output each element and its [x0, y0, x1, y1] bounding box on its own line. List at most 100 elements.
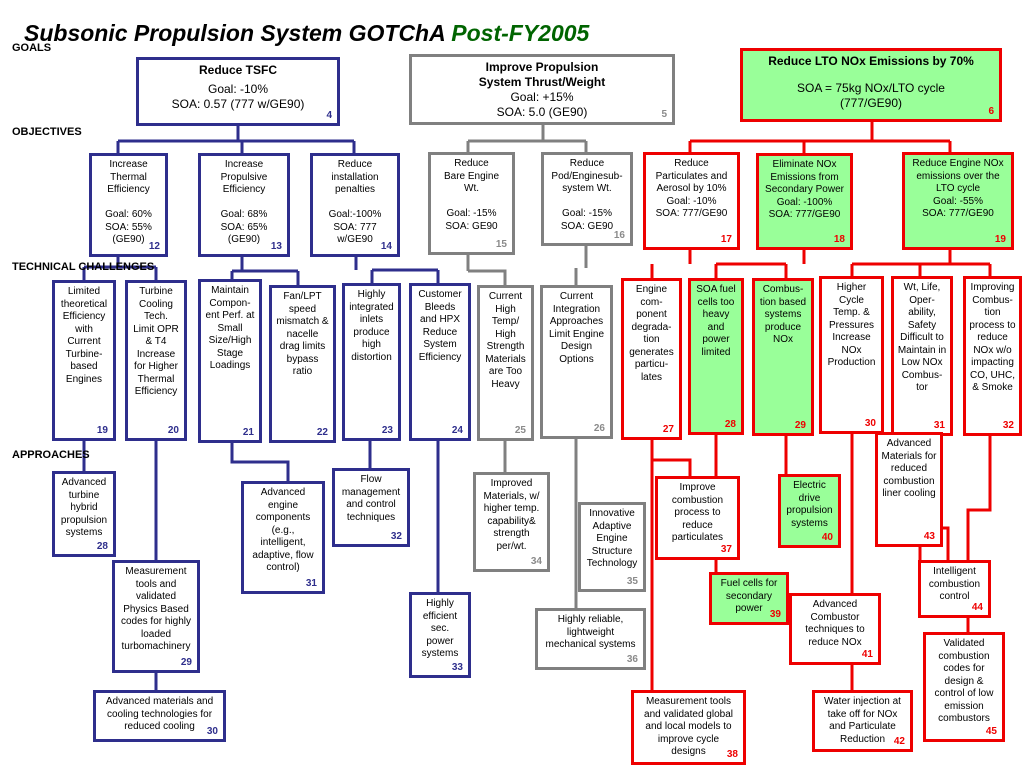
box-number: 22 [316, 427, 328, 438]
box-text: Reduce Engine NOx emissions over the LTO… [912, 158, 1004, 219]
box-number: 43 [923, 531, 935, 542]
box-number: 28 [724, 419, 736, 430]
box-number: 15 [495, 239, 507, 250]
box-text: Improved Materials, w/ higher temp. capa… [483, 478, 540, 552]
box-number: 28 [96, 541, 108, 552]
approach-box-32: Flow management and control techniques 3… [332, 468, 410, 547]
approach-box-45: Validated combustion codes for design & … [923, 632, 1005, 742]
box-text: Highly efficient sec. power systems [421, 598, 459, 659]
box-number: 34 [530, 556, 542, 567]
challenge-box-23: Highly integrated inlets produce high di… [342, 283, 401, 441]
challenge-box-28: SOA fuel cells too heavy and power limit… [688, 278, 744, 435]
box-number: 16 [613, 230, 625, 241]
box-number: 12 [148, 241, 160, 252]
box-text: Maintain Compon- ent Perf. at Small Size… [205, 285, 255, 371]
approach-box-39: Fuel cells for secondary power 39 [709, 572, 789, 625]
challenge-box-30: Higher Cycle Temp. & Pressures Increase … [819, 276, 884, 434]
approach-box-38: Measurement tools and validated global a… [631, 690, 746, 765]
box-text: Water injection at take off for NOx and … [824, 696, 901, 745]
goal-title: Reduce LTO NOx Emissions by 70% [768, 54, 974, 68]
box-number: 31 [933, 420, 945, 431]
approach-box-37: Improve combustion process to reduce par… [655, 476, 740, 560]
box-text: Combus- tion based systems produce NOx [759, 284, 807, 345]
box-text: Advanced engine components (e.g., intell… [252, 487, 314, 573]
box-number: 31 [305, 578, 317, 589]
objective-box-12: Increase Thermal Efficiency Goal: 60% SO… [89, 153, 168, 257]
box-text: Improving Combus- tion process to reduce… [969, 282, 1016, 393]
box-text: Customer Bleeds and HPX Reduce System Ef… [418, 289, 462, 363]
challenge-box-24: Customer Bleeds and HPX Reduce System Ef… [409, 283, 471, 441]
box-text: Reduce Particulates and Aerosol by 10% G… [655, 158, 728, 219]
box-number: 33 [451, 662, 463, 673]
approach-box-35: Innovative Adaptive Engine Structure Tec… [578, 502, 646, 592]
approach-box-41: Advanced Combustor techniques to reduce … [789, 593, 881, 665]
box-text: Fan/LPT speed mismatch & nacelle drag li… [276, 291, 329, 377]
box-number: 37 [720, 544, 732, 555]
box-number: 26 [593, 423, 605, 434]
page-title: Subsonic Propulsion System GOTChA Post-F… [24, 22, 589, 45]
box-text: Eliminate NOx Emissions from Secondary P… [765, 159, 844, 220]
box-text: Advanced Materials for reduced combustio… [881, 438, 937, 499]
section-challenges-label: TECHNICAL CHALLENGES [12, 261, 155, 273]
box-number: 36 [626, 654, 638, 665]
box-text: Limited theoretical Efficiency with Curr… [60, 286, 108, 385]
challenge-box-27: Engine com- ponent degrada- tion generat… [621, 278, 682, 440]
box-text: Advanced turbine hybrid propulsion syste… [60, 477, 108, 538]
approach-box-44: Intelligent combustion control 44 [918, 560, 991, 618]
box-text: Current High Temp/ High Strength Materia… [485, 291, 526, 390]
approach-box-31: Advanced engine components (e.g., intell… [241, 481, 325, 594]
box-text: SOA fuel cells too heavy and power limit… [696, 284, 736, 358]
challenge-box-32: Improving Combus- tion process to reduce… [963, 276, 1022, 436]
box-text: Innovative Adaptive Engine Structure Tec… [586, 508, 638, 569]
box-text: Increase Propulsive Efficiency Goal: 68%… [220, 159, 268, 245]
approach-box-40: Electric drive propulsion systems 40 [778, 474, 841, 548]
box-number: 6 [988, 106, 994, 117]
challenge-box-22: Fan/LPT speed mismatch & nacelle drag li… [269, 285, 336, 443]
box-text: Reduce Pod/Enginesub- system Wt. Goal: -… [551, 158, 623, 232]
box-text: Current Integration Approaches Limit Eng… [548, 291, 605, 365]
box-number: 32 [390, 531, 402, 542]
box-number: 5 [661, 109, 667, 120]
challenge-box-26: Current Integration Approaches Limit Eng… [540, 285, 613, 439]
box-number: 45 [985, 726, 997, 737]
box-number: 19 [994, 234, 1006, 245]
box-number: 17 [720, 234, 732, 245]
box-number: 13 [270, 241, 282, 252]
challenge-box-29: Combus- tion based systems produce NOx 2… [752, 278, 814, 436]
objective-box-17: Reduce Particulates and Aerosol by 10% G… [643, 152, 740, 250]
box-number: 20 [167, 425, 179, 436]
box-text: Electric drive propulsion systems [786, 480, 833, 529]
objective-box-14: Reduce installation penalties Goal:-100%… [310, 153, 400, 257]
box-text: Advanced materials and cooling technolog… [105, 696, 214, 732]
approach-box-36: Highly reliable, lightweight mechanical … [535, 608, 646, 670]
box-number: 29 [180, 657, 192, 668]
challenge-box-31: Wt, Life, Oper- ability, Safety Difficul… [891, 276, 953, 436]
box-number: 42 [893, 736, 905, 747]
title-main: Subsonic Propulsion System GOTChA [24, 20, 452, 46]
box-text: Improve combustion process to reduce par… [671, 482, 724, 543]
box-text: Wt, Life, Oper- ability, Safety Difficul… [897, 282, 947, 393]
box-number: 30 [206, 726, 218, 737]
approach-box-29: Measurement tools and validated Physics … [112, 560, 200, 673]
box-number: 4 [326, 110, 332, 121]
box-number: 23 [381, 425, 393, 436]
box-text: Reduce Bare Engine Wt. Goal: -15% SOA: G… [443, 158, 500, 232]
box-text: Turbine Cooling Tech. Limit OPR & T4 Inc… [133, 286, 179, 397]
approach-box-34: Improved Materials, w/ higher temp. capa… [473, 472, 550, 572]
challenge-box-21: Maintain Compon- ent Perf. at Small Size… [198, 279, 262, 443]
box-number: 24 [451, 425, 463, 436]
box-number: 32 [1002, 420, 1014, 431]
approach-box-33: Highly efficient sec. power systems 33 [409, 592, 471, 678]
box-text: Advanced Combustor techniques to reduce … [805, 599, 865, 648]
goal-box-thrust-weight: Improve Propulsion System Thrust/Weight … [409, 54, 675, 125]
goal-body: Goal: -10% SOA: 0.57 (777 w/GE90) [171, 82, 305, 111]
box-number: 39 [769, 609, 781, 620]
objective-box-18: Eliminate NOx Emissions from Secondary P… [756, 153, 853, 250]
goal-box-lto-nox: Reduce LTO NOx Emissions by 70% SOA = 75… [740, 48, 1002, 122]
challenge-box-25: Current High Temp/ High Strength Materia… [477, 285, 534, 441]
challenge-box-19: Limited theoretical Efficiency with Curr… [52, 280, 116, 441]
box-text: Reduce installation penalties Goal:-100%… [328, 159, 382, 245]
box-text: Fuel cells for secondary power [720, 578, 778, 614]
box-text: Validated combustion codes for design & … [934, 638, 994, 724]
box-number: 41 [861, 649, 873, 660]
